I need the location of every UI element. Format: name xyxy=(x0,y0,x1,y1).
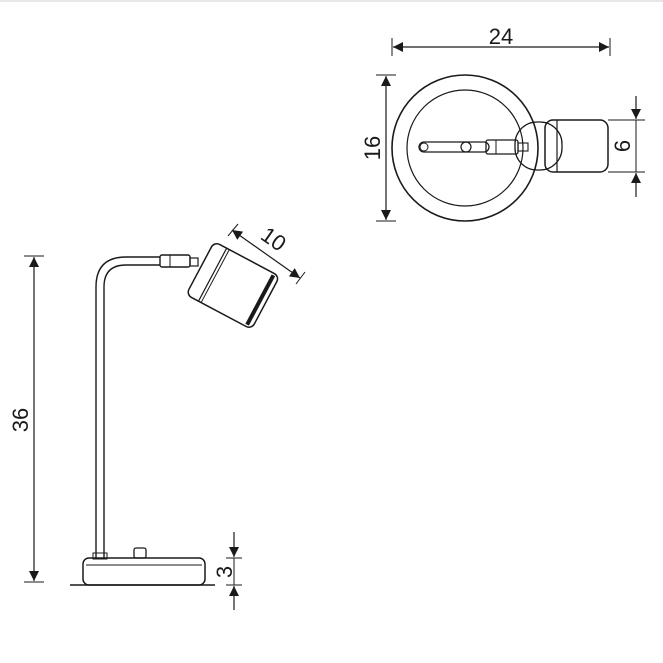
lamp-head xyxy=(187,242,279,328)
dimension-top-width: 24 xyxy=(391,24,611,56)
dimension-head-length: 10 xyxy=(227,222,306,285)
dimension-base-height-label: 3 xyxy=(212,566,237,578)
base xyxy=(70,547,215,586)
joint xyxy=(159,254,199,268)
dimension-total-height: 36 xyxy=(8,255,44,583)
top-shade xyxy=(514,119,609,173)
dimension-shade-diameter: 6 xyxy=(608,96,645,197)
stem xyxy=(92,256,160,560)
dimension-base-height: 3 xyxy=(212,532,242,610)
base-inner-circle xyxy=(406,89,524,207)
dimension-total-height-label: 36 xyxy=(8,408,33,432)
dimension-top-width-label: 24 xyxy=(489,24,513,49)
dimension-top-height: 16 xyxy=(360,74,396,222)
side-view: 10 36 3 xyxy=(8,222,306,610)
top-arm xyxy=(418,139,529,155)
switch-button xyxy=(133,547,147,559)
base-outer-circle xyxy=(391,74,539,222)
top-view: 24 16 6 xyxy=(360,24,645,222)
dimension-shade-diameter-label: 6 xyxy=(610,140,635,152)
dimension-top-height-label: 16 xyxy=(360,136,385,160)
